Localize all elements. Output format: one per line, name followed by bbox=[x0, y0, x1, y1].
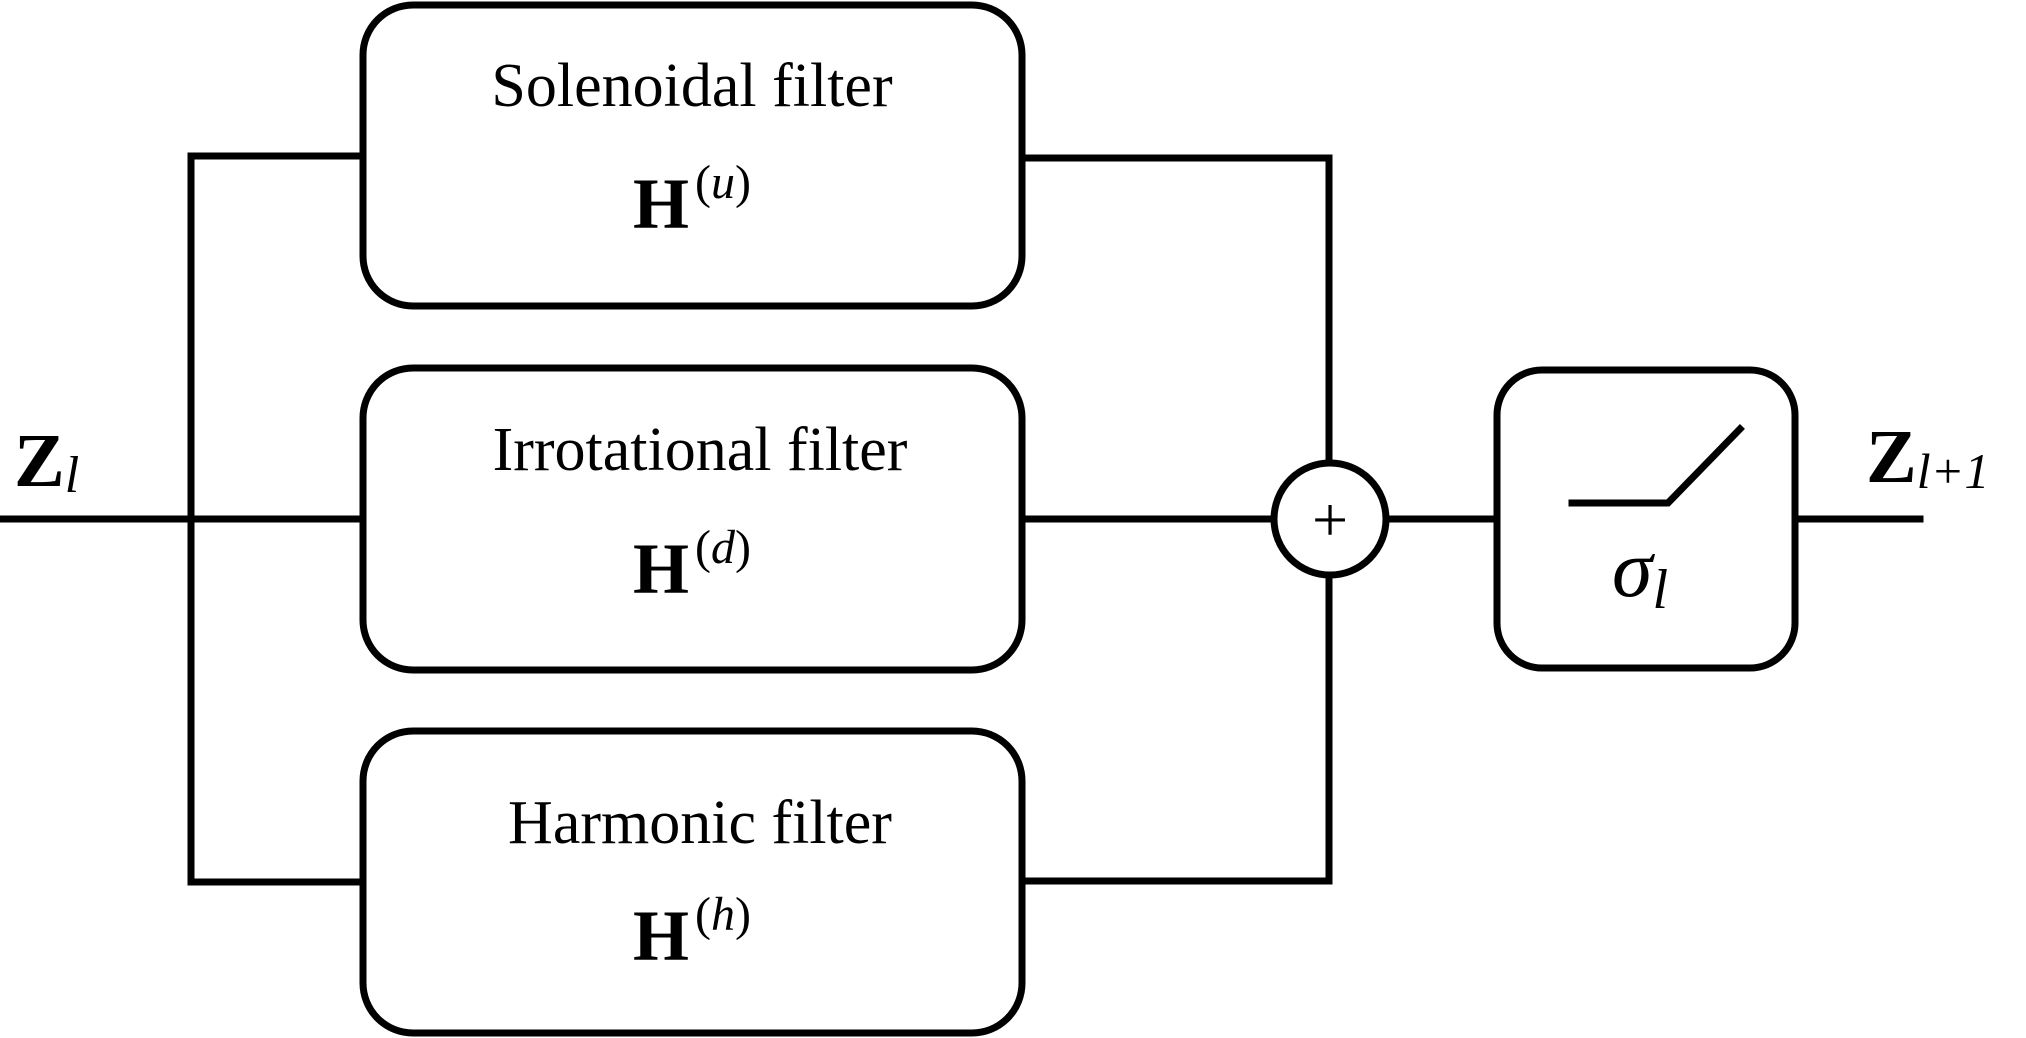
filter-name: Harmonic filter bbox=[508, 789, 892, 857]
activation-label: σl bbox=[1612, 523, 1668, 621]
sum-circle bbox=[1270, 459, 1390, 579]
output-label: Zl+1 bbox=[1866, 415, 1989, 499]
superscript-close-paren: ) bbox=[735, 521, 751, 574]
filter-box-harmonic: Harmonic filter H(h) bbox=[359, 727, 1026, 1037]
operator-symbol: H bbox=[633, 896, 689, 976]
operator-symbol: H bbox=[633, 529, 689, 609]
operator-superscript: u bbox=[711, 156, 735, 209]
superscript-open-paren: ( bbox=[695, 521, 711, 574]
input-subscript: l bbox=[65, 447, 79, 504]
filter-box-outline bbox=[359, 727, 1026, 1037]
filter-operator: H(h) bbox=[633, 888, 751, 976]
filter-box-outline bbox=[359, 1, 1026, 310]
activation-subscript: l bbox=[1652, 559, 1668, 621]
input-symbol: Z bbox=[14, 419, 65, 503]
sum-node: + bbox=[1270, 459, 1390, 579]
operator-superscript: d bbox=[711, 521, 736, 574]
operator-superscript: h bbox=[711, 888, 735, 941]
wire-from-harmonic bbox=[1019, 572, 1333, 885]
operator-symbol: H bbox=[633, 164, 689, 244]
relu-icon bbox=[1568, 424, 1745, 507]
input-label: Zl bbox=[14, 419, 79, 504]
activation-block: σl bbox=[1493, 366, 1799, 672]
superscript-open-paren: ( bbox=[695, 156, 711, 209]
filter-name: Solenoidal filter bbox=[491, 52, 893, 120]
filter-operator: H(u) bbox=[633, 156, 751, 244]
output-symbol: Z bbox=[1866, 415, 1917, 499]
wire-from-solenoidal bbox=[1019, 154, 1333, 466]
activation-symbol: σ bbox=[1612, 523, 1656, 614]
wires bbox=[0, 152, 1924, 886]
plus-icon: + bbox=[1312, 484, 1348, 555]
filter-operator: H(d) bbox=[633, 521, 751, 609]
filter-box-solenoidal: Solenoidal filter H(u) bbox=[359, 1, 1026, 310]
superscript-close-paren: ) bbox=[735, 888, 751, 941]
filter-box-irrotational: Irrotational filter H(d) bbox=[359, 364, 1026, 674]
output-subscript: l+1 bbox=[1917, 443, 1990, 499]
activation-box-outline bbox=[1493, 366, 1799, 672]
filter-box-outline bbox=[359, 364, 1026, 674]
superscript-close-paren: ) bbox=[735, 156, 751, 209]
filter-name: Irrotational filter bbox=[493, 416, 908, 484]
superscript-open-paren: ( bbox=[695, 888, 711, 941]
